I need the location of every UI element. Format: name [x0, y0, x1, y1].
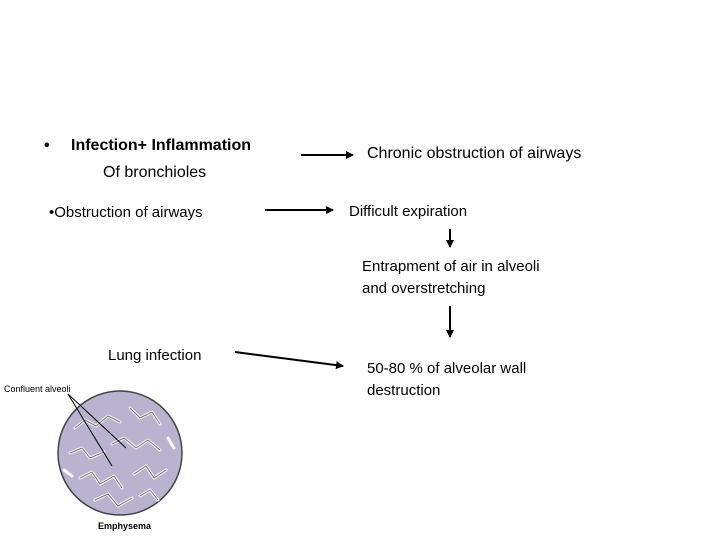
bullet-2-text: •Obstruction of airways	[49, 204, 203, 221]
pointer-line-2	[67, 393, 113, 467]
difficult-expiration-text: Difficult expiration	[349, 203, 468, 220]
chronic-obstruction-text: Chronic obstruction of airways	[367, 145, 582, 162]
entrapment-text-line2: and overstretching	[362, 280, 486, 297]
entrapment-text-line1: Entrapment of air in alveoli	[362, 258, 540, 275]
bullet-1-mark: •	[44, 137, 50, 154]
destruction-text-line1: 50-80 % of alveolar wall	[367, 360, 527, 377]
emphysema-illustration	[57, 390, 183, 516]
bullet-1-subtitle: Of bronchioles	[103, 164, 207, 181]
alveoli-circle	[57, 390, 183, 516]
emphysema-caption: Emphysema	[98, 521, 152, 531]
bullet-1-title: Infection+ Inflammation	[71, 137, 252, 154]
lung-infection-text: Lung infection	[108, 347, 202, 364]
destruction-text-line2: destruction	[367, 382, 441, 399]
pointer-line-1	[67, 393, 127, 449]
arrow-lung-infection-to-destruction	[234, 351, 344, 370]
confluent-alveoli-label: Confluent alveoli	[4, 384, 71, 394]
